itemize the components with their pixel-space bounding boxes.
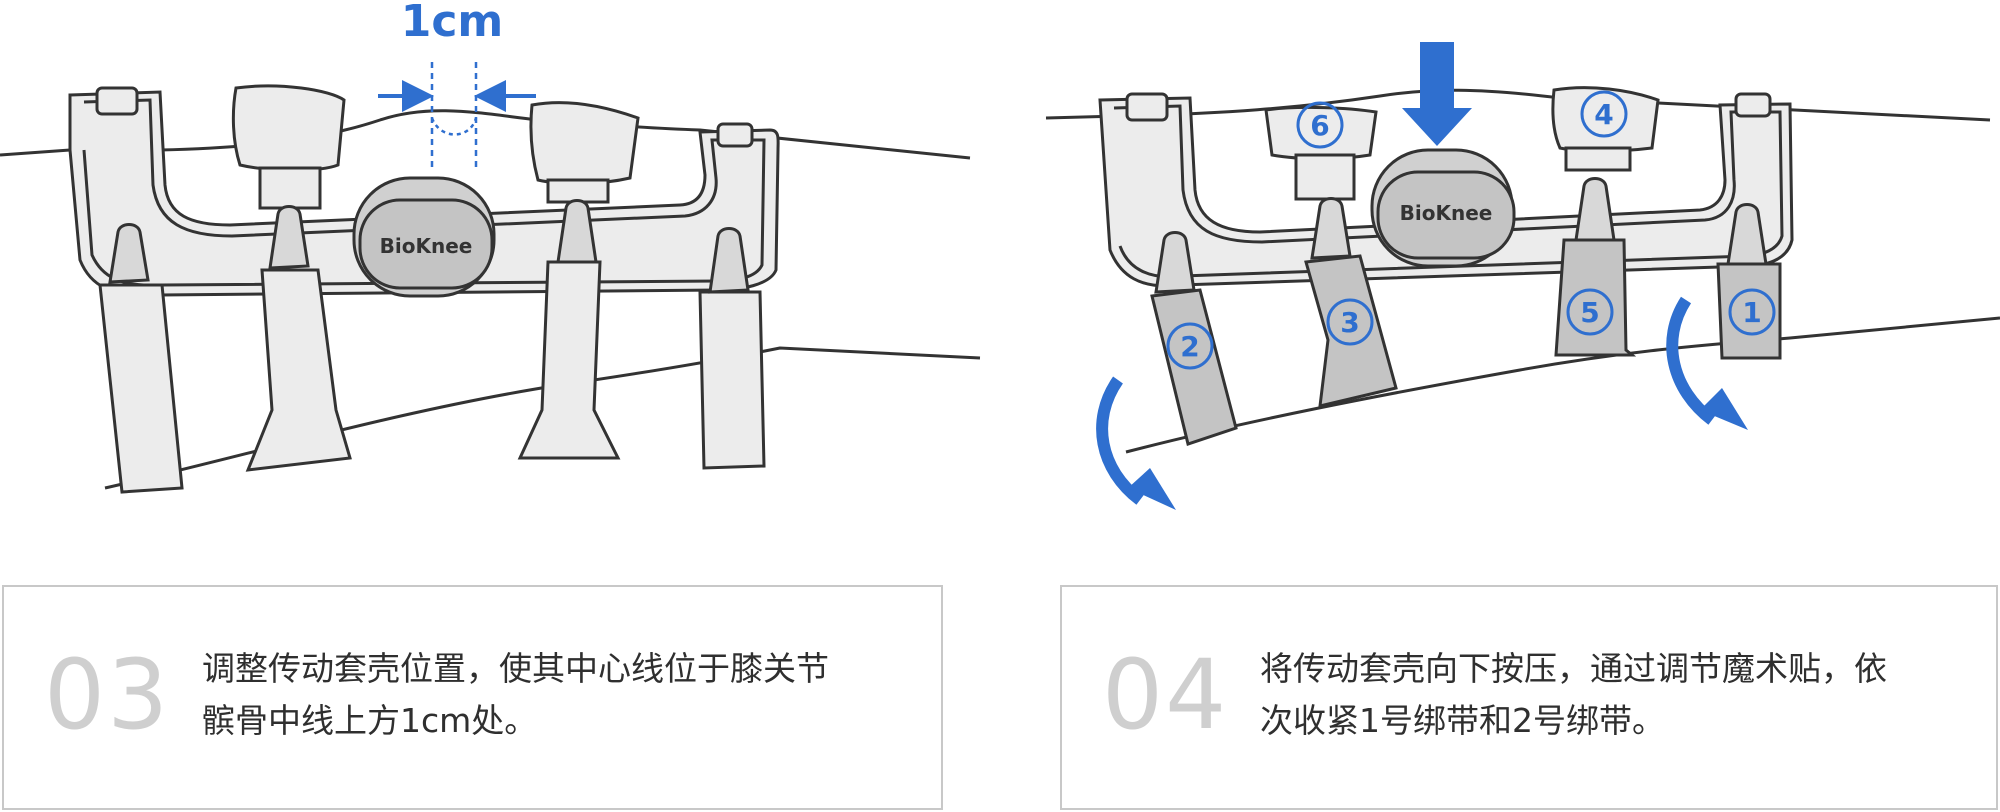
badge-6 [1296,101,1344,149]
buckle-4 [708,227,750,294]
brace-frame-inner [82,98,766,287]
patella-arc [430,117,478,136]
badge-1-label: 1 [1742,296,1761,329]
tighten-arrow-left-head [1128,468,1176,510]
buckle-3 [556,199,598,264]
illustration: 1cm BioKnee [0,0,2000,510]
tighten-arrow-right-head [1700,388,1748,430]
step-3-number: 03 [44,639,171,751]
pad-left-neck [258,166,322,210]
pad-right-neck [546,178,610,204]
press-down-arrow [1402,42,1472,146]
step-4-text: 将传动套壳向下按压，通过调节魔术贴，依 次收紧1号绑带和2号绑带。 [1260,643,1966,747]
tab-right-r [1734,92,1772,118]
step-4-line-1: 将传动套壳向下按压，通过调节魔术贴，依 [1260,649,1887,688]
left-knee-diagram [0,84,981,494]
badge-3 [1326,298,1374,346]
strap-1 [98,283,184,494]
buckle-r-2 [1154,231,1196,294]
pad-6-neck [1294,153,1356,201]
tighten-arrow-left [1096,376,1144,505]
strap-number-badges [1166,90,1776,370]
pad-right [529,101,640,185]
pad-4-neck [1564,146,1632,172]
step-3-line-2: 髌骨中线上方1cm处。 [202,701,538,740]
badge-2-label: 2 [1180,330,1199,363]
strap-3 [517,260,621,460]
buckle-1 [108,223,150,284]
step-3-card: 03 调整传动套壳位置，使其中心线位于膝关节 髌骨中线上方1cm处。 [2,585,943,810]
badge-4 [1580,90,1628,138]
brand-logo-right: BioKnee [1400,201,1493,225]
step-4-number: 04 [1102,639,1229,751]
badge-1 [1728,288,1776,336]
buckle-r-3 [1310,197,1352,260]
brand-logo-left: BioKnee [380,234,473,258]
buckle-2 [268,205,310,270]
step-4-card: 04 将传动套壳向下按压，通过调节魔术贴，依 次收紧1号绑带和2号绑带。 [1060,585,1998,810]
housing-front-r [1376,170,1516,260]
badge-4-label: 4 [1594,98,1613,131]
tab-left-r [1125,92,1169,122]
strap-4 [698,290,766,470]
badge-5-label: 5 [1580,296,1599,329]
step-4-line-2: 次收紧1号绑带和2号绑带。 [1260,701,1665,740]
step-3-line-1: 调整传动套壳位置，使其中心线位于膝关节 [202,649,829,688]
measure-label: 1cm [401,0,504,47]
badge-6-label: 6 [1310,109,1329,142]
tighten-arrow-right [1666,296,1716,425]
tab-left [95,86,139,116]
badge-3-label: 3 [1340,306,1359,339]
housing-front [358,198,494,290]
step-3-text: 调整传动套壳位置，使其中心线位于膝关节 髌骨中线上方1cm处。 [202,643,911,747]
strap-2 [245,268,352,472]
pad-left [231,84,346,172]
measure-indicator [378,62,536,168]
badge-5 [1566,288,1614,336]
leg-lower-outline-r [1125,316,2000,454]
badge-2 [1166,322,1214,370]
buckle-r-1 [1726,203,1768,266]
buckle-r-5 [1574,177,1616,242]
right-knee-diagram [1045,86,2000,454]
tab-right [716,122,754,148]
